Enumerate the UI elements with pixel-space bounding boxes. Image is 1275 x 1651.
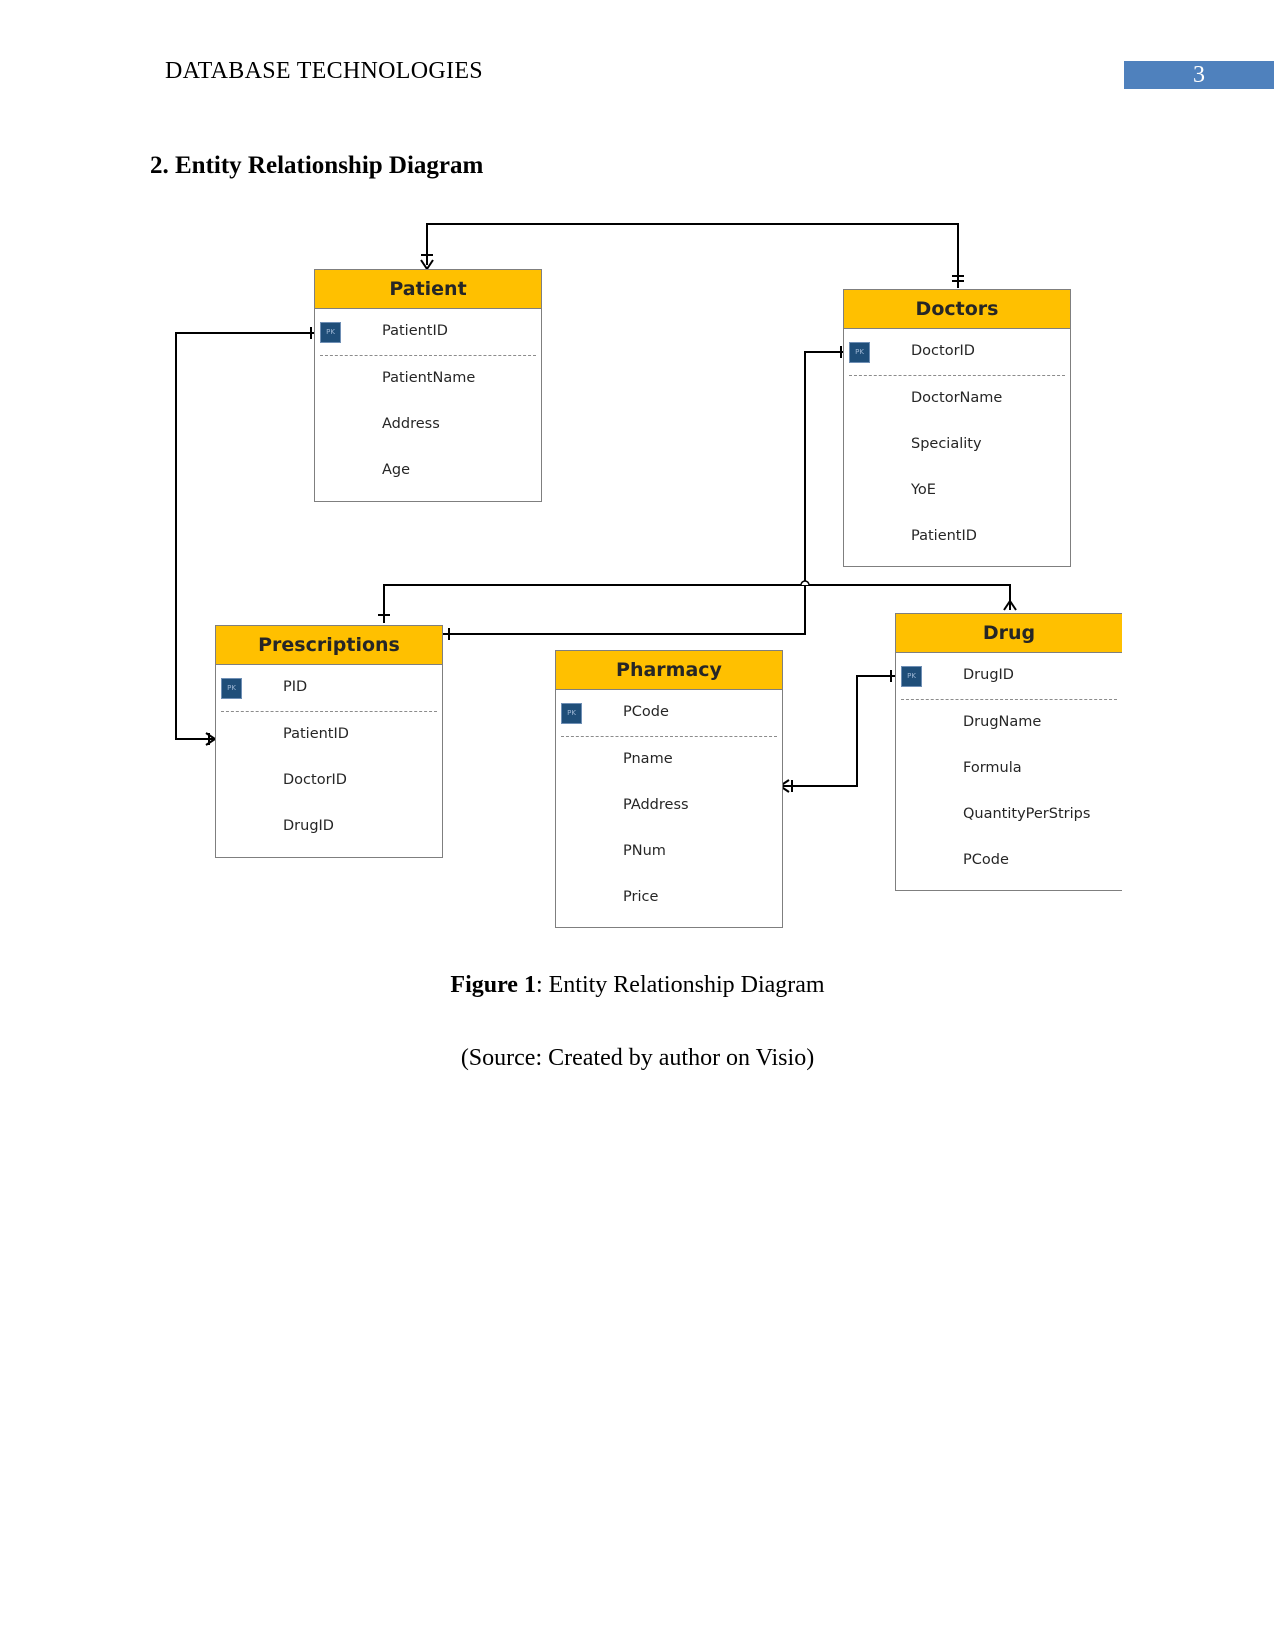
rel-patient-doctors xyxy=(426,223,959,288)
field-quantityperstrips: QuantityPerStrips xyxy=(963,806,1091,822)
figure-caption: Figure 1: Entity Relationship Diagram xyxy=(0,972,1275,999)
field-paddress: PAddress xyxy=(623,797,689,813)
section-title: 2. Entity Relationship Diagram xyxy=(150,152,484,179)
field-patientid: PatientID xyxy=(382,323,448,339)
entity-drug: Drug PK DrugID DrugName Formula Quantity… xyxy=(895,613,1122,891)
rel-patient-prescriptions xyxy=(175,332,317,740)
rel-drug-pharmacy xyxy=(780,675,899,787)
field-patientname: PatientName xyxy=(382,370,476,386)
field-drugid: DrugID xyxy=(283,818,334,834)
entity-title: Prescriptions xyxy=(216,626,442,665)
field-drugid: DrugID xyxy=(963,667,1014,683)
rel-prescriptions-drug xyxy=(383,584,1011,623)
field-pname: Pname xyxy=(623,751,673,767)
pk-row: PK PID xyxy=(221,665,437,712)
field-formula: Formula xyxy=(963,760,1022,776)
field-drugname: DrugName xyxy=(963,714,1042,730)
field-row: DoctorName xyxy=(844,376,1070,422)
pk-row: PK PCode xyxy=(561,690,777,737)
field-row: DrugName xyxy=(896,700,1122,746)
pk-row: PK DrugID xyxy=(901,653,1117,700)
entity-prescriptions: Prescriptions PK PID PatientID DoctorID … xyxy=(215,625,443,858)
field-row: QuantityPerStrips xyxy=(896,792,1122,838)
page-number: 3 xyxy=(1124,61,1274,89)
field-patientid: PatientID xyxy=(283,726,349,742)
field-row: PatientName xyxy=(315,356,541,402)
entity-title: Pharmacy xyxy=(556,651,782,690)
primary-key-icon: PK xyxy=(561,703,582,724)
entity-title: Patient xyxy=(315,270,541,309)
figure-label: Figure 1 xyxy=(450,972,536,998)
entity-pharmacy: Pharmacy PK PCode Pname PAddress PNum Pr… xyxy=(555,650,783,928)
field-doctorid: DoctorID xyxy=(911,343,975,359)
entity-doctors: Doctors PK DoctorID DoctorName Specialit… xyxy=(843,289,1071,567)
field-row: PAddress xyxy=(556,783,782,829)
primary-key-icon: PK xyxy=(221,678,242,699)
field-row: DrugID xyxy=(216,804,442,850)
field-row: YoE xyxy=(844,468,1070,514)
field-row: PatientID xyxy=(216,712,442,758)
rel-doctors-prescriptions xyxy=(441,351,848,635)
entity-title: Drug xyxy=(896,614,1122,653)
primary-key-icon: PK xyxy=(849,342,870,363)
field-address: Address xyxy=(382,416,440,432)
field-row: PCode xyxy=(896,838,1122,884)
field-row: Age xyxy=(315,448,541,494)
field-row: Address xyxy=(315,402,541,448)
field-row: Formula xyxy=(896,746,1122,792)
field-doctorid: DoctorID xyxy=(283,772,347,788)
pk-row: PK PatientID xyxy=(320,309,536,356)
field-age: Age xyxy=(382,462,411,478)
entity-title: Doctors xyxy=(844,290,1070,329)
primary-key-icon: PK xyxy=(320,322,341,343)
running-title: DATABASE TECHNOLOGIES xyxy=(165,58,483,84)
primary-key-icon: PK xyxy=(901,666,922,687)
field-row: Pname xyxy=(556,737,782,783)
field-pid: PID xyxy=(283,679,308,695)
field-doctorname: DoctorName xyxy=(911,390,1003,406)
entity-patient: Patient PK PatientID PatientName Address… xyxy=(314,269,542,502)
field-pcode: PCode xyxy=(623,704,669,720)
figure-source: (Source: Created by author on Visio) xyxy=(460,1045,815,1071)
field-yoe: YoE xyxy=(911,482,936,498)
field-row: PNum xyxy=(556,829,782,875)
field-pcode: PCode xyxy=(963,852,1009,868)
pk-row: PK DoctorID xyxy=(849,329,1065,376)
figure-caption-text: : Entity Relationship Diagram xyxy=(535,972,825,998)
field-row: Price xyxy=(556,875,782,921)
field-speciality: Speciality xyxy=(911,436,982,452)
field-row: Speciality xyxy=(844,422,1070,468)
field-row: PatientID xyxy=(844,514,1070,560)
field-row: DoctorID xyxy=(216,758,442,804)
field-patientid: PatientID xyxy=(911,528,977,544)
field-pnum: PNum xyxy=(623,843,666,859)
field-price: Price xyxy=(623,889,659,905)
